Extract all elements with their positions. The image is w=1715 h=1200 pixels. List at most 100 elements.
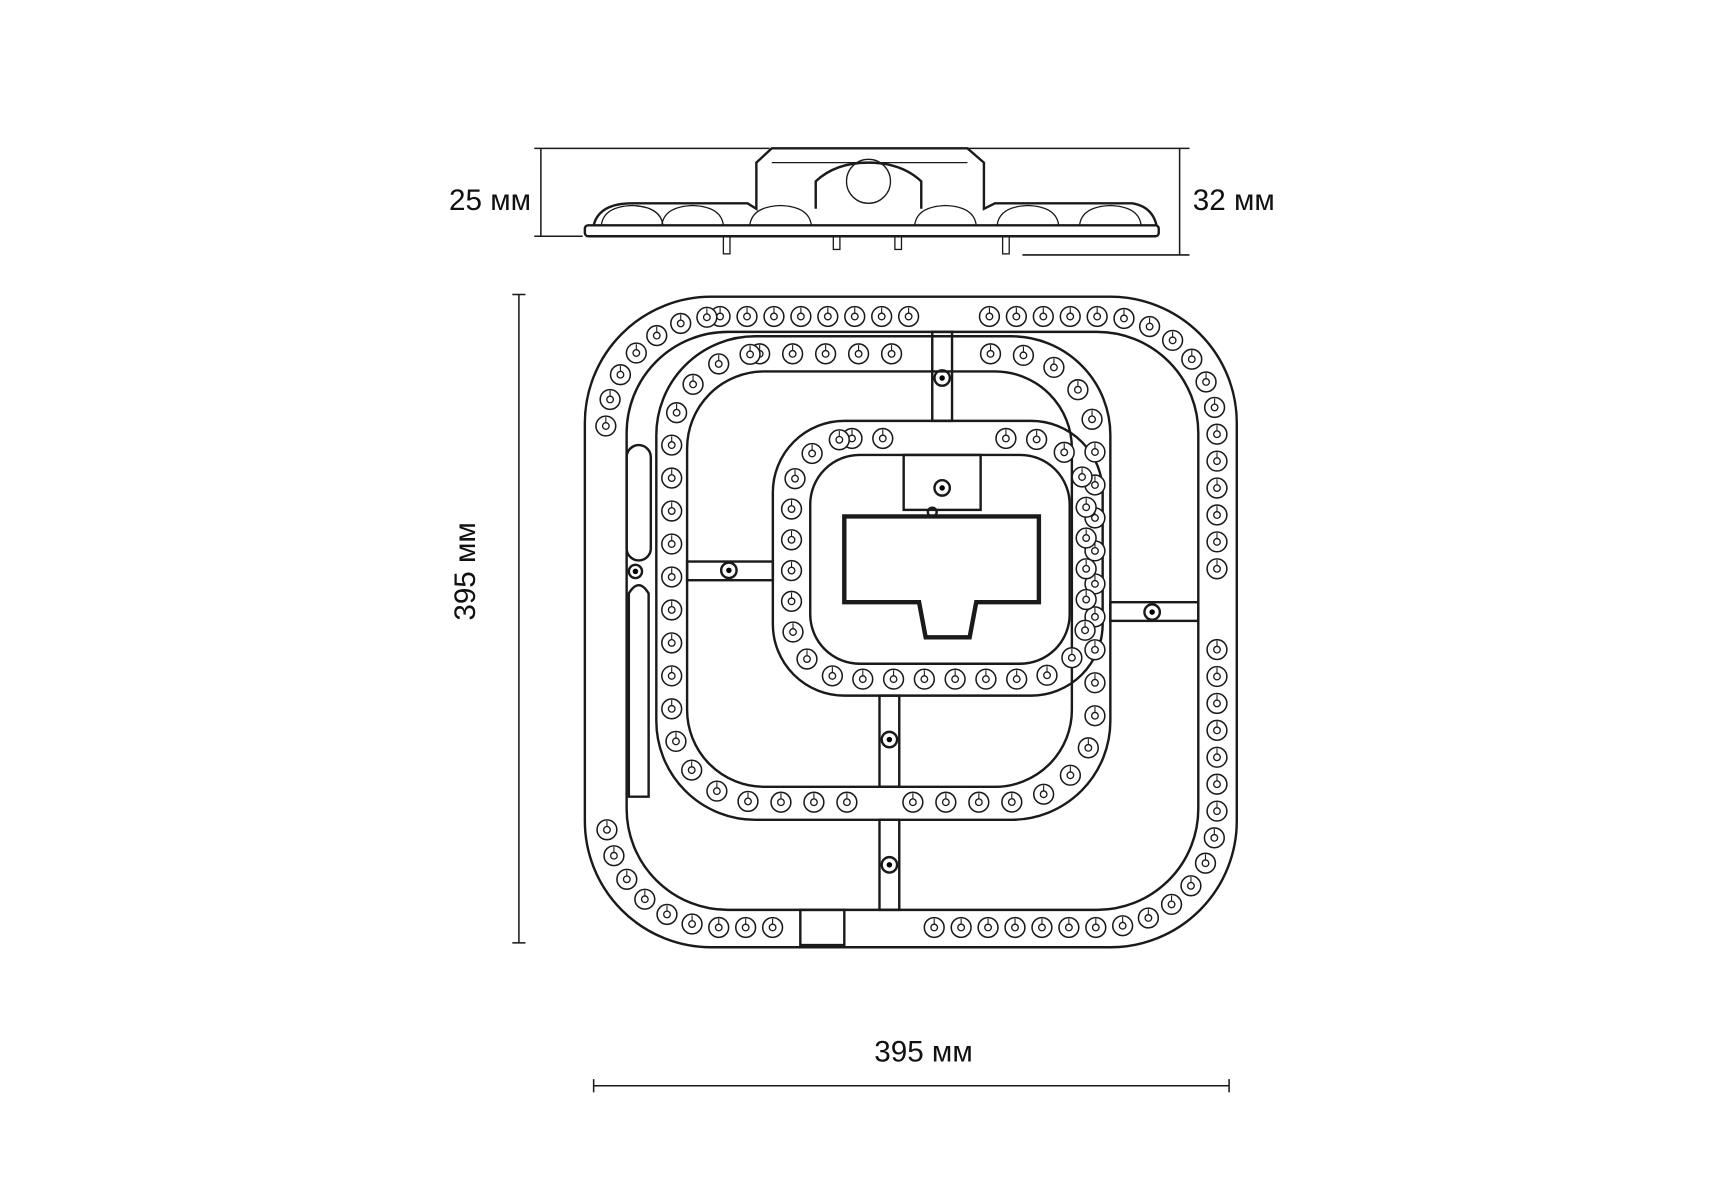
led-icon — [1036, 664, 1058, 686]
led-icon — [1061, 647, 1083, 669]
spoke-top — [931, 330, 954, 423]
side-lens — [1078, 204, 1142, 226]
led-icon — [828, 429, 850, 451]
led-icon — [736, 305, 758, 328]
led-icon — [902, 791, 924, 813]
led-icon — [1006, 668, 1028, 690]
led-icon — [801, 442, 823, 465]
led-icon — [817, 305, 839, 328]
led-icon — [796, 648, 818, 670]
led-icon — [661, 665, 683, 687]
led-icon — [681, 759, 703, 781]
led-icon — [1071, 466, 1093, 488]
led-icon — [739, 343, 761, 366]
led-icon — [1206, 800, 1228, 822]
led-icon — [1206, 558, 1228, 580]
pin — [1001, 235, 1010, 255]
spokes — [685, 330, 1200, 912]
led-icon — [782, 621, 804, 643]
led-icon — [1206, 773, 1228, 795]
led-icon — [596, 819, 618, 841]
led-icon — [595, 415, 617, 437]
led-icon — [780, 590, 803, 612]
led-icon — [1084, 639, 1106, 661]
led-icon — [737, 790, 759, 813]
led-icon — [844, 305, 866, 328]
led-array — [595, 305, 1228, 939]
led-icon — [1206, 665, 1228, 688]
connector-block — [799, 908, 846, 947]
led-icon — [871, 305, 893, 328]
led-icon — [1113, 307, 1135, 330]
led-icon — [661, 500, 683, 522]
spoke-bottom — [878, 818, 901, 912]
led-icon — [656, 903, 678, 926]
led-icon — [1084, 705, 1106, 727]
led-icon — [1206, 746, 1228, 768]
led-icon — [1075, 588, 1097, 611]
screw-icon — [719, 561, 738, 580]
led-icon — [1025, 428, 1048, 451]
led-icon — [761, 916, 784, 939]
screws — [627, 369, 1162, 874]
dimension-label-25: 25 мм — [449, 184, 531, 217]
led-icon — [1206, 477, 1228, 499]
led-icon — [735, 916, 757, 939]
side-dome — [814, 161, 923, 209]
led-icon — [1074, 619, 1096, 641]
spoke-center-bottom — [878, 694, 901, 789]
led-icon — [665, 402, 688, 424]
led-icon — [708, 353, 730, 375]
led-icon — [625, 342, 647, 364]
led-icon — [882, 668, 905, 690]
led-icon — [1075, 527, 1097, 549]
height-dimension-label: 395 мм — [449, 522, 482, 620]
led-icon — [1032, 783, 1055, 805]
led-icon — [770, 791, 792, 813]
led-icon — [923, 916, 945, 939]
led-icon — [1203, 396, 1226, 419]
led-icon — [661, 533, 683, 555]
led-icon — [944, 668, 966, 690]
led-icon — [634, 888, 656, 910]
led-icon — [661, 434, 683, 456]
led-icon — [682, 373, 704, 395]
side-base-plate — [583, 224, 1160, 238]
led-icon — [847, 343, 870, 365]
led-icon — [968, 791, 990, 813]
screw-icon — [933, 479, 952, 497]
led-icon — [935, 791, 957, 813]
led-icon — [1203, 827, 1225, 849]
led-icon — [1075, 558, 1097, 580]
led-icon — [1137, 907, 1160, 929]
led-icon — [852, 668, 874, 690]
pin — [832, 235, 841, 251]
led-icon — [1206, 719, 1228, 742]
led-icon — [661, 467, 683, 489]
width-dimension-label: 395 мм — [874, 1036, 973, 1069]
led-icon — [1180, 875, 1202, 897]
led-icon — [1032, 305, 1054, 328]
led-icon — [1194, 852, 1217, 874]
side-lens — [661, 204, 725, 226]
led-icon — [780, 498, 803, 520]
led-icon — [1085, 916, 1107, 939]
led-icon — [872, 427, 894, 450]
led-icon — [1138, 315, 1161, 338]
side-lens — [600, 204, 664, 226]
led-icon — [1059, 764, 1082, 786]
led-icon — [681, 913, 703, 935]
side-lenses — [600, 204, 1142, 226]
inner-band-outer-edge — [771, 419, 1104, 697]
led-icon — [1206, 423, 1228, 445]
led-icon — [1195, 371, 1217, 393]
led-icon — [1206, 638, 1228, 661]
led-icon — [1160, 893, 1183, 916]
outer-band-outer-edge — [583, 295, 1238, 949]
screw-icon — [880, 855, 899, 874]
screw-icon — [627, 563, 644, 580]
led-icon — [1084, 441, 1106, 463]
driver-mount — [902, 453, 982, 512]
led-icon — [995, 427, 1017, 450]
